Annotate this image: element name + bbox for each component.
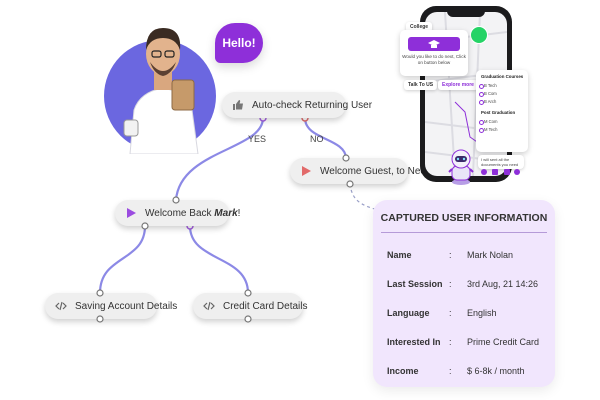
course-options-card: Graduation Courses B Tech B Com B Arch P… xyxy=(476,70,528,152)
explore-more-button[interactable]: Explore more xyxy=(438,80,478,90)
info-row-last-session: Last Session : 3rd Aug, 21 14:26 xyxy=(387,279,553,293)
info-row-interested-in: Interested In : Prime Credit Card xyxy=(387,337,553,351)
radio-icon[interactable] xyxy=(479,100,484,105)
course-option: M Tech xyxy=(484,127,498,132)
avatar-person-illustration xyxy=(123,28,199,154)
flow-node-label: Welcome Back Mark! xyxy=(145,208,252,219)
flow-node-label: Credit Card Details xyxy=(223,300,308,312)
course-option: B Arch xyxy=(484,99,497,104)
info-key: Income xyxy=(387,366,419,376)
info-separator: : xyxy=(449,366,452,376)
course-option: B Tech xyxy=(484,83,497,88)
play-icon xyxy=(125,206,137,220)
welcome-back-prefix: Welcome Back xyxy=(145,207,215,219)
card-divider xyxy=(381,232,547,233)
info-value: Prime Credit Card xyxy=(467,337,540,347)
graduation-cap-banner xyxy=(408,37,460,51)
robot-icon xyxy=(448,149,474,185)
edge-label-no: NO xyxy=(310,134,324,144)
whatsapp-icon[interactable] xyxy=(470,26,488,44)
graduation-cap-icon xyxy=(428,40,440,48)
course-option: B Com xyxy=(484,91,497,96)
flow-node-saving-account[interactable]: Saving Account Details xyxy=(45,293,177,319)
info-separator: : xyxy=(449,250,452,260)
info-key: Interested In xyxy=(387,337,441,347)
info-separator: : xyxy=(449,279,452,289)
chip-college[interactable]: College xyxy=(406,22,433,32)
hello-speech-bubble: Hello! xyxy=(215,23,263,63)
info-value: English xyxy=(467,308,497,318)
code-icon xyxy=(55,299,67,313)
info-key: Last Session xyxy=(387,279,443,289)
code-icon xyxy=(203,299,215,313)
radio-icon[interactable] xyxy=(479,92,484,97)
edge-label-yes: YES xyxy=(248,134,267,144)
bot-message: I will sent all the documents you need xyxy=(478,155,524,169)
flow-node-welcome-guest[interactable]: Welcome Guest, to Neo.. xyxy=(290,158,432,184)
info-value: $ 6-8k / month xyxy=(467,366,525,376)
play-icon xyxy=(300,164,312,178)
post-graduation-heading: Post Graduation xyxy=(481,110,516,115)
radio-icon[interactable] xyxy=(479,120,484,125)
info-value: Mark Nolan xyxy=(467,250,514,260)
graduation-heading: Graduation Courses xyxy=(481,74,524,79)
radio-icon[interactable] xyxy=(479,84,484,89)
college-card-text: Would you like to do next, Click on butt… xyxy=(402,54,466,65)
captured-user-info-card: CAPTURED USER INFORMATION Name : Mark No… xyxy=(373,200,555,387)
info-separator: : xyxy=(449,308,452,318)
radio-icon[interactable] xyxy=(479,128,484,133)
flow-node-credit-card[interactable]: Credit Card Details xyxy=(193,293,307,319)
chip-talk-to-us[interactable]: Talk To US xyxy=(404,80,438,90)
phone-notch xyxy=(447,10,485,17)
info-row-name: Name : Mark Nolan xyxy=(387,250,553,264)
info-row-language: Language : English xyxy=(387,308,553,322)
flow-node-label: Welcome Guest, to Neo.. xyxy=(320,165,432,177)
phone-toolbar-icons xyxy=(481,169,520,175)
flow-node-auto-check[interactable]: Auto-check Returning User xyxy=(222,92,372,118)
flow-node-label: Auto-check Returning User xyxy=(252,99,373,111)
info-key: Language xyxy=(387,308,430,318)
course-option: M Com xyxy=(484,119,498,124)
welcome-back-name: Mark xyxy=(214,207,238,219)
welcome-back-suffix: ! xyxy=(237,207,241,219)
info-value: 3rd Aug, 21 14:26 xyxy=(467,279,539,289)
college-message-card: Would you like to do next, Click on butt… xyxy=(400,30,468,76)
card-title: CAPTURED USER INFORMATION xyxy=(380,212,548,224)
flow-node-label: Saving Account Details xyxy=(75,300,178,312)
thumbs-icon xyxy=(232,98,244,112)
info-key: Name xyxy=(387,250,412,260)
flow-node-welcome-back[interactable]: Welcome Back Mark! xyxy=(115,200,240,226)
info-separator: : xyxy=(449,337,452,347)
info-row-income: Income : $ 6-8k / month xyxy=(387,366,553,380)
